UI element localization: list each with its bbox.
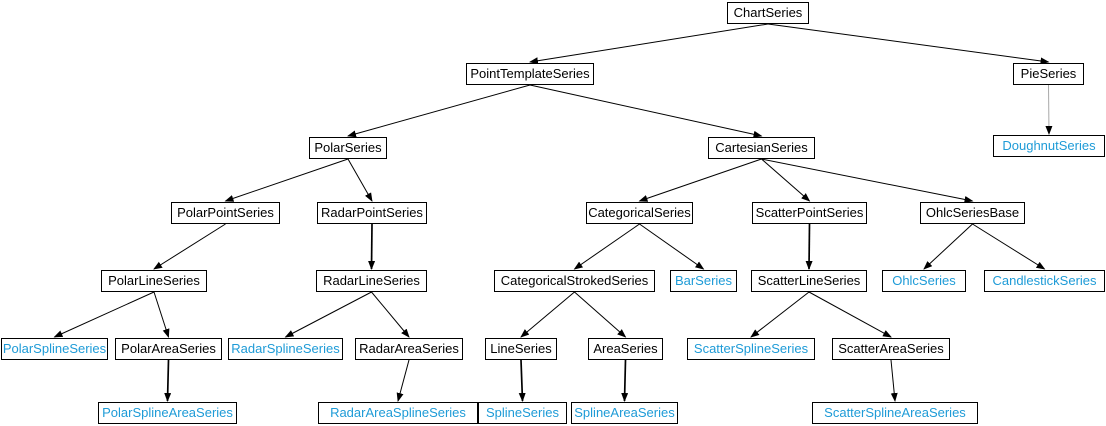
- node-ohlc-series[interactable]: OhlcSeries: [882, 270, 966, 292]
- node-polar-series: PolarSeries: [309, 137, 387, 159]
- node-chart-series: ChartSeries: [727, 2, 809, 24]
- edge-PolarSeries-to-PolarPointSeries: [224, 158, 349, 202]
- edge-RadarAreaSeries-to-RadarAreaSplineSeries: [396, 359, 410, 402]
- node-point-template-series: PointTemplateSeries: [466, 63, 594, 85]
- node-spline-area-series[interactable]: SplineAreaSeries: [571, 402, 678, 424]
- node-spline-series[interactable]: SplineSeries: [478, 402, 567, 424]
- node-polar-spline-area-series[interactable]: PolarSplineAreaSeries: [98, 402, 237, 424]
- edge-PieSeries-to-DoughnutSeries: [1045, 84, 1053, 135]
- node-radar-area-spline-series[interactable]: RadarAreaSplineSeries: [318, 402, 478, 424]
- node-radar-point-series: RadarPointSeries: [317, 202, 427, 224]
- node-polar-line-series: PolarLineSeries: [101, 270, 207, 292]
- node-radar-area-series: RadarAreaSeries: [355, 338, 463, 360]
- edge-PolarLineSeries-to-PolarAreaSeries: [153, 291, 170, 338]
- node-ohlc-series-base: OhlcSeriesBase: [920, 202, 1025, 224]
- node-scatter-line-series: ScatterLineSeries: [751, 270, 867, 292]
- edge-ScatterPointSeries-to-ScatterLineSeries: [805, 223, 813, 270]
- edge-CartesianSeries-to-CategoricalSeries: [638, 158, 762, 202]
- node-cartesian-series: CartesianSeries: [708, 137, 815, 159]
- edge-ScatterLineSeries-to-ScatterSplineSeries: [750, 291, 810, 338]
- edge-RadarLineSeries-to-RadarAreaSeries: [371, 291, 410, 338]
- node-polar-area-series: PolarAreaSeries: [115, 338, 222, 360]
- edge-PolarLineSeries-to-PolarSplineSeries: [53, 291, 155, 338]
- edge-CategoricalStrokedSeries-to-AreaSeries: [574, 291, 627, 338]
- node-polar-spline-series[interactable]: PolarSplineSeries: [1, 338, 108, 360]
- edge-CartesianSeries-to-OhlcSeriesBase: [761, 158, 974, 203]
- edge-ScatterLineSeries-to-ScatterAreaSeries: [808, 291, 892, 338]
- edge-OhlcSeriesBase-to-CandlestickSeries: [972, 223, 1046, 270]
- edge-PolarSeries-to-RadarPointSeries: [347, 158, 373, 202]
- edge-PointTemplateSeries-to-CartesianSeries: [529, 84, 763, 138]
- edge-RadarPointSeries-to-RadarLineSeries: [368, 223, 376, 270]
- edge-CategoricalSeries-to-CategoricalStrokedSeries: [573, 223, 640, 270]
- edge-OhlcSeriesBase-to-OhlcSeries: [923, 223, 973, 270]
- edge-CategoricalStrokedSeries-to-LineSeries: [520, 291, 575, 338]
- node-candlestick-series[interactable]: CandlestickSeries: [984, 270, 1105, 292]
- node-categorical-series: CategoricalSeries: [586, 202, 693, 224]
- node-radar-line-series: RadarLineSeries: [316, 270, 427, 292]
- node-bar-series[interactable]: BarSeries: [670, 270, 737, 292]
- edge-PolarAreaSeries-to-PolarSplineAreaSeries: [164, 359, 172, 402]
- node-categorical-stroked-series: CategoricalStrokedSeries: [494, 270, 655, 292]
- edge-AreaSeries-to-SplineAreaSeries: [621, 359, 629, 402]
- edge-CategoricalSeries-to-BarSeries: [639, 223, 705, 270]
- node-radar-spline-series[interactable]: RadarSplineSeries: [228, 338, 343, 360]
- node-scatter-point-series: ScatterPointSeries: [752, 202, 867, 224]
- edge-PolarPointSeries-to-PolarLineSeries: [153, 223, 226, 270]
- node-scatter-spline-series[interactable]: ScatterSplineSeries: [687, 338, 815, 360]
- edge-RadarLineSeries-to-RadarSplineSeries: [284, 291, 372, 338]
- node-pie-series: PieSeries: [1013, 63, 1084, 85]
- edge-CartesianSeries-to-ScatterPointSeries: [761, 158, 811, 202]
- node-area-series: AreaSeries: [588, 338, 663, 360]
- edge-ChartSeries-to-PieSeries: [767, 23, 1050, 65]
- edge-ChartSeries-to-PointTemplateSeries: [529, 23, 769, 65]
- node-polar-point-series: PolarPointSeries: [171, 202, 280, 224]
- node-scatter-area-series: ScatterAreaSeries: [832, 338, 950, 360]
- node-doughnut-series[interactable]: DoughnutSeries: [993, 135, 1105, 157]
- node-line-series: LineSeries: [485, 338, 557, 360]
- edge-LineSeries-to-SplineSeries: [518, 359, 526, 402]
- edge-PointTemplateSeries-to-PolarSeries: [347, 84, 531, 138]
- node-scatter-spline-area-series[interactable]: ScatterSplineAreaSeries: [812, 402, 978, 424]
- edge-ScatterAreaSeries-to-ScatterSplineAreaSeries: [890, 359, 898, 402]
